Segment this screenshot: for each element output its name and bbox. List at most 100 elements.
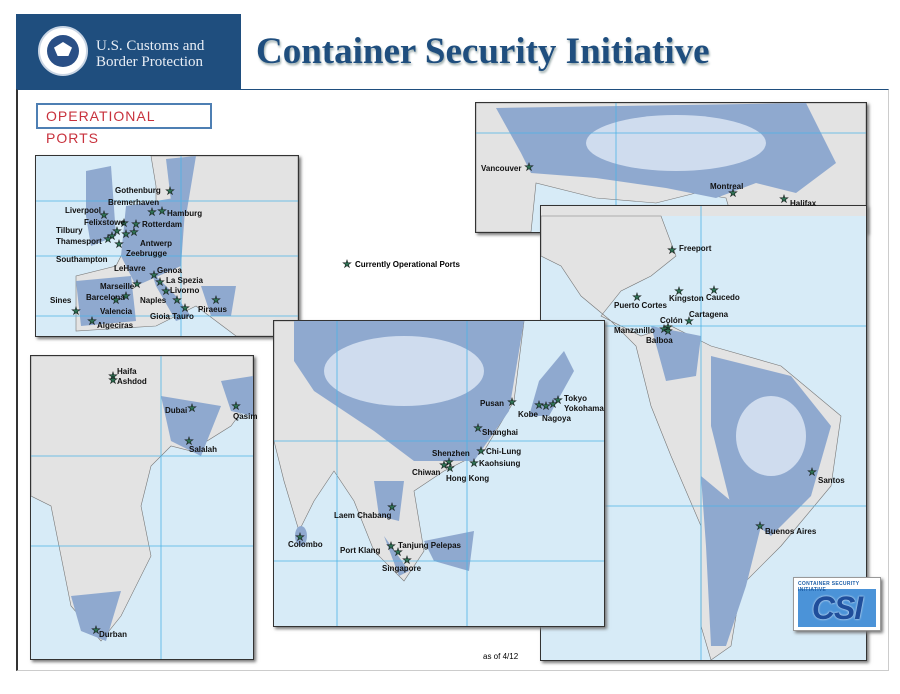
port-label: Tanjung Pelepas <box>398 541 461 550</box>
port-label: Felixstowe <box>84 218 125 227</box>
legend-label: Currently Operational Ports <box>355 260 460 269</box>
port-label: Valencia <box>100 307 133 316</box>
port-label: Barcelona <box>86 293 125 302</box>
port-star-icon <box>632 292 642 302</box>
port-star-icon <box>211 295 221 305</box>
port-star-icon <box>393 547 403 557</box>
port-label: Qasim <box>233 412 258 421</box>
port-star-icon <box>91 625 101 635</box>
port-star-icon <box>548 399 558 409</box>
port-label: Vancouver <box>481 164 522 173</box>
port-star-icon <box>129 227 139 237</box>
port-star-icon <box>295 532 305 542</box>
port-star-icon <box>667 245 677 255</box>
port-label: Halifax <box>790 199 817 208</box>
port-label: Gioia Tauro <box>150 312 194 321</box>
port-star-icon <box>172 295 182 305</box>
port-label: Antwerp <box>140 239 172 248</box>
port-label: Durban <box>99 630 127 639</box>
port-label: Kobe <box>518 410 538 419</box>
map-panel-asia <box>273 320 605 627</box>
dhs-seal-logo <box>38 26 88 76</box>
map-panel-europe <box>35 155 299 337</box>
port-label: Puerto Cortes <box>614 301 667 310</box>
port-label: Zeebrugge <box>126 249 167 258</box>
port-star-icon <box>71 306 81 316</box>
map-legend: Currently Operational Ports <box>342 259 460 270</box>
port-label: Livorno <box>170 286 200 295</box>
port-star-icon <box>553 395 563 405</box>
port-star-icon <box>445 463 455 473</box>
port-label: Montreal <box>710 182 744 191</box>
port-label: Tilbury <box>56 226 83 235</box>
port-star-icon <box>184 436 194 446</box>
port-star-icon <box>755 521 765 531</box>
port-star-icon <box>659 324 669 334</box>
port-label: Haifa <box>117 367 137 376</box>
port-star-icon <box>231 401 241 411</box>
port-star-icon <box>114 239 124 249</box>
port-star-icon <box>112 226 122 236</box>
port-star-icon <box>807 467 817 477</box>
port-label: Rotterdam <box>142 220 183 229</box>
port-star-icon <box>147 207 157 217</box>
port-label: Liverpool <box>65 206 102 215</box>
port-star-icon <box>663 326 673 336</box>
agency-name: U.S. Customs and Border Protection <box>96 38 204 70</box>
port-star-icon <box>439 460 449 470</box>
port-star-icon <box>507 397 517 407</box>
agency-line-1: U.S. Customs and <box>96 38 205 54</box>
port-star-icon <box>524 162 534 172</box>
port-label: Balboa <box>646 336 673 345</box>
port-label: Chiwan <box>412 468 441 477</box>
port-label: Naples <box>140 296 167 305</box>
port-star-icon <box>103 234 113 244</box>
port-label: Santos <box>818 476 845 485</box>
port-label: Buenos Aires <box>765 527 817 536</box>
port-star-icon <box>674 286 684 296</box>
port-label: Bremerhaven <box>108 198 160 207</box>
port-star-icon <box>469 458 479 468</box>
port-star-icon <box>386 541 396 551</box>
port-label: Hamburg <box>167 209 203 218</box>
port-label: Colombo <box>288 540 323 549</box>
port-label: Southampton <box>56 255 108 264</box>
port-star-icon <box>728 188 738 198</box>
port-star-icon <box>99 210 109 220</box>
port-star-icon <box>155 277 165 287</box>
map-frame <box>16 89 889 671</box>
port-label: Thamesport <box>56 237 102 246</box>
port-label: Colón <box>660 316 683 325</box>
as-of-date: as of 4/12 <box>483 652 519 661</box>
port-label: Freeport <box>679 244 712 253</box>
globe-graphic <box>798 589 876 627</box>
port-label: Cartagena <box>689 310 729 319</box>
port-label: Pusan <box>480 399 505 408</box>
port-star-icon <box>132 279 142 289</box>
port-label: Salalah <box>189 445 218 454</box>
port-star-icon <box>119 218 129 228</box>
star-marker-icon <box>342 259 352 269</box>
cbp-header-banner: U.S. Customs and Border Protection <box>16 14 241 89</box>
port-star-icon <box>87 316 97 326</box>
port-label: Nagoya <box>542 414 571 423</box>
port-label: Kingston <box>669 294 704 303</box>
port-star-icon <box>111 295 121 305</box>
csi-logo-letters: CSI <box>811 590 863 626</box>
port-star-icon <box>121 291 131 301</box>
port-label: Ashdod <box>117 377 147 386</box>
port-star-icon <box>157 206 167 216</box>
port-label: Laem Chabang <box>334 511 392 520</box>
port-label: Sines <box>50 296 72 305</box>
port-star-icon <box>161 286 171 296</box>
port-star-icon <box>107 231 117 241</box>
port-star-icon <box>149 270 159 280</box>
port-label: Genoa <box>157 266 182 275</box>
csi-logo: CONTAINER SECURITY INITIATIVE CSI <box>793 577 881 631</box>
port-label: LeHavre <box>114 264 146 273</box>
port-label: Tokyo <box>564 394 587 403</box>
port-label: Shanghai <box>482 428 519 437</box>
port-label: Piraeus <box>198 305 227 314</box>
port-label: Manzanillo <box>614 326 655 335</box>
